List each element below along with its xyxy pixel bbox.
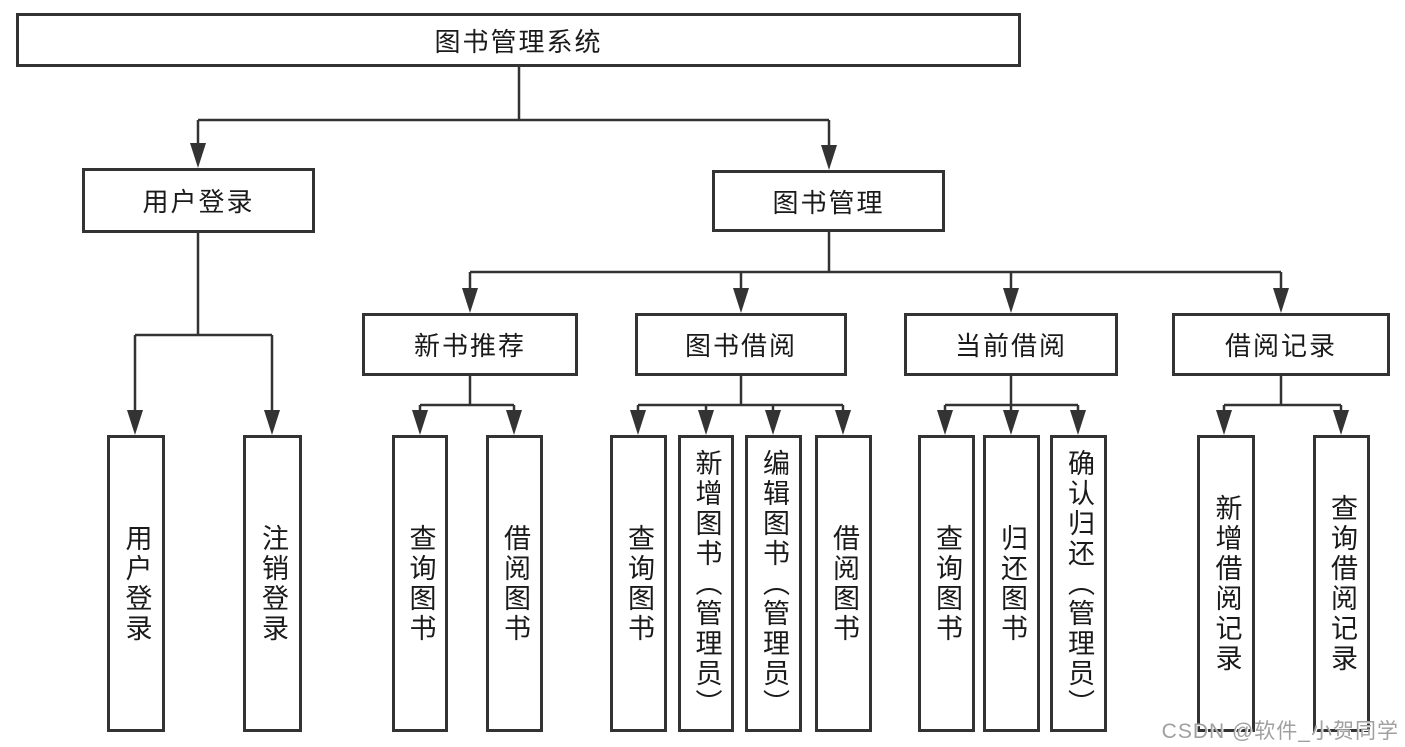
node-book-borrowing-label: 图书借阅 [684,331,797,361]
arrow-icon [462,288,478,313]
leaf-search-books-recommend-label: 查询图书 [405,523,436,644]
leaf-add-book-admin-label: 新增图书（管理员） [691,448,722,719]
leaf-search-books-borrowing: 查询图书 [610,435,667,732]
arrow-icon [1003,288,1019,313]
node-current-borrowing-label: 当前借阅 [954,331,1067,361]
arrow-icon [937,410,953,435]
connector-records-branch [1222,376,1343,412]
leaf-borrow-books-borrowing-label: 借阅图书 [829,523,859,644]
leaf-search-books-current-label: 查询图书 [932,523,962,644]
leaf-search-borrow-record: 查询借阅记录 [1313,435,1370,732]
connector-current-branch [943,376,1080,412]
arrow-icon [127,410,143,435]
node-book-management-label: 图书管理 [772,187,885,218]
node-book-management: 图书管理 [712,170,945,232]
leaf-borrow-books-borrowing: 借阅图书 [815,435,872,732]
arrow-icon [1333,410,1349,435]
arrow-icon [835,410,851,435]
leaf-search-books-recommend: 查询图书 [392,435,448,732]
leaf-search-books-current: 查询图书 [918,435,975,732]
leaf-edit-book-admin: 编辑图书（管理员） [745,435,802,732]
arrow-icon [1216,410,1232,435]
arrow-icon [412,410,428,435]
leaf-user-login-label: 用户登录 [121,523,152,644]
leaf-return-books: 归还图书 [983,435,1040,732]
connector-user-login-branch [133,233,274,412]
connector-borrowing-branch [636,376,845,412]
node-current-borrowing: 当前借阅 [904,313,1118,376]
arrow-icon [190,143,206,168]
arrowheads [127,143,1349,435]
leaf-borrow-books-recommend-label: 借阅图书 [500,523,530,644]
connector-book-mgmt-branch [468,232,1283,290]
node-new-book-recommend-label: 新书推荐 [413,331,526,361]
node-new-book-recommend: 新书推荐 [362,313,578,376]
arrow-icon [698,410,714,435]
arrow-icon [1003,410,1019,435]
leaf-search-borrow-record-label: 查询借阅记录 [1327,493,1357,674]
arrow-icon [506,410,522,435]
node-root-label: 图书管理系统 [434,26,603,57]
leaf-edit-book-admin-label: 编辑图书（管理员） [759,448,789,719]
arrow-icon [264,410,280,435]
connector-newbook-branch [418,376,516,412]
connector-root-to-level2 [196,67,831,146]
leaf-logout: 注销登录 [243,435,302,732]
node-user-login-label: 用户登录 [142,187,255,217]
csdn-watermark: CSDN @软件_小贺同学 [1161,720,1399,743]
arrow-icon [733,288,749,313]
arrow-icon [630,410,646,435]
arrow-icon [765,410,781,435]
leaf-user-login: 用户登录 [107,435,165,732]
leaf-confirm-return-admin-label: 确认归还（管理员） [1064,448,1094,719]
leaf-confirm-return-admin: 确认归还（管理员） [1050,435,1107,732]
leaf-return-books-label: 归还图书 [997,523,1027,644]
node-root: 图书管理系统 [16,13,1021,67]
leaf-add-borrow-record-label: 新增借阅记录 [1211,493,1242,674]
node-borrowing-records-label: 借阅记录 [1224,331,1337,361]
arrow-icon [821,145,837,170]
arrow-icon [1070,410,1086,435]
node-user-login: 用户登录 [82,168,315,233]
leaf-add-borrow-record: 新增借阅记录 [1197,435,1255,732]
leaf-logout-label: 注销登录 [258,523,288,644]
node-borrowing-records: 借阅记录 [1172,313,1390,376]
arrow-icon [1273,288,1289,313]
node-book-borrowing: 图书借阅 [635,313,847,376]
leaf-search-books-borrowing-label: 查询图书 [624,523,654,644]
leaf-borrow-books-recommend: 借阅图书 [486,435,543,732]
leaf-add-book-admin: 新增图书（管理员） [678,435,734,732]
